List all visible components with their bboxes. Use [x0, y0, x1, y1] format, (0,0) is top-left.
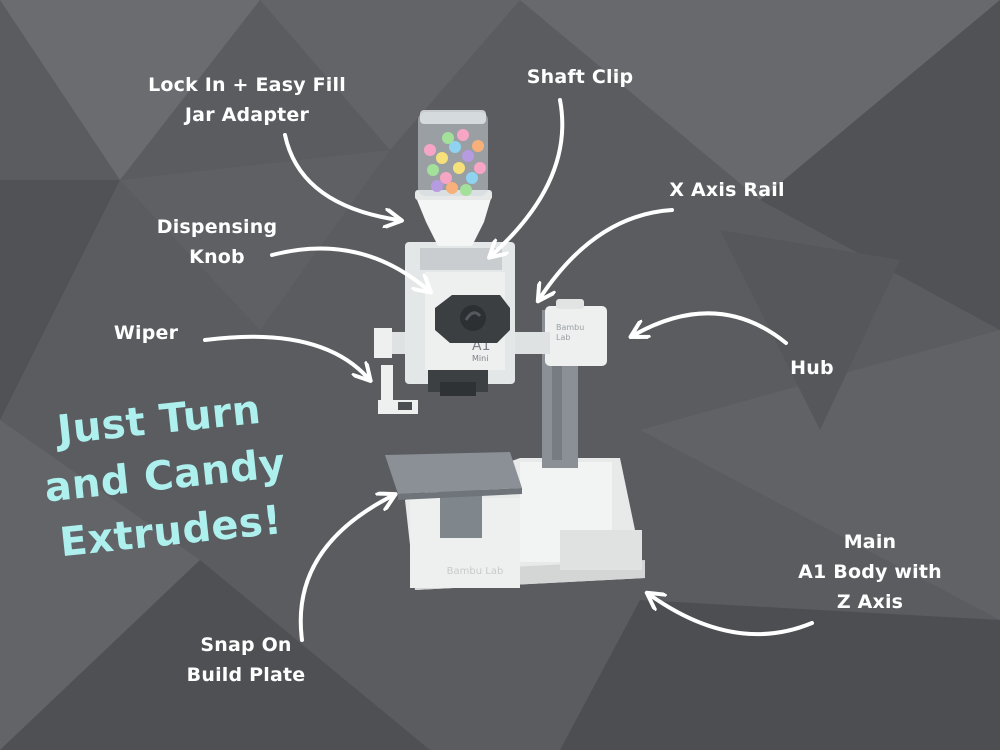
slogan: Just Turn and Candy Extrudes! — [36, 380, 294, 572]
label-build-plate: Snap On Build Plate — [187, 630, 306, 690]
dispensing-knob — [435, 295, 510, 343]
arrow-x-axis-rail — [540, 208, 674, 298]
hub-brand-line2: Lab — [556, 333, 570, 342]
hub: Bambu Lab — [545, 299, 607, 366]
label-jar-adapter: Lock In + Easy Fill Jar Adapter — [148, 70, 346, 130]
arrow-build-plate — [298, 496, 392, 642]
label-wiper-text: Wiper — [113, 322, 179, 344]
candy-jar — [418, 110, 488, 196]
label-shaft-clip: Shaft Clip — [527, 62, 634, 92]
arrow-shaft-clip — [492, 98, 565, 255]
label-hub: Hub — [790, 353, 834, 383]
label-main-body-line2: A1 Body with — [798, 561, 942, 583]
label-jar-adapter-line1: Lock In + Easy Fill — [148, 74, 346, 96]
arrow-wiper — [203, 334, 368, 378]
label-main-body-line3: Z Axis — [836, 591, 904, 613]
label-main-body: Main A1 Body with Z Axis — [798, 527, 942, 617]
base-brand-mark: Bambu Lab — [447, 566, 504, 577]
label-x-axis-rail-text: X Axis Rail — [669, 179, 785, 201]
wiper — [378, 365, 418, 414]
arrow-dispensing-knob — [270, 246, 428, 290]
arrow-jar-adapter — [283, 133, 398, 220]
label-shaft-clip-text: Shaft Clip — [526, 66, 634, 88]
model-mark-small: Mini — [472, 354, 488, 363]
label-wiper: Wiper — [114, 318, 178, 348]
label-dispensing-knob-line1: Dispensing — [156, 216, 278, 238]
label-jar-adapter-line2: Jar Adapter — [184, 104, 310, 126]
label-build-plate-line2: Build Plate — [186, 664, 306, 686]
arrow-hub — [634, 311, 788, 345]
label-main-body-line1: Main — [843, 531, 897, 553]
arrow-main-body — [650, 595, 814, 637]
label-hub-text: Hub — [790, 357, 834, 379]
label-dispensing-knob-line2: Knob — [189, 246, 245, 268]
label-x-axis-rail: X Axis Rail — [669, 175, 784, 205]
label-dispensing-knob: Dispensing Knob — [157, 212, 278, 272]
label-build-plate-line1: Snap On — [200, 634, 292, 656]
hub-brand-line1: Bambu — [556, 323, 584, 332]
build-plate — [385, 452, 522, 538]
